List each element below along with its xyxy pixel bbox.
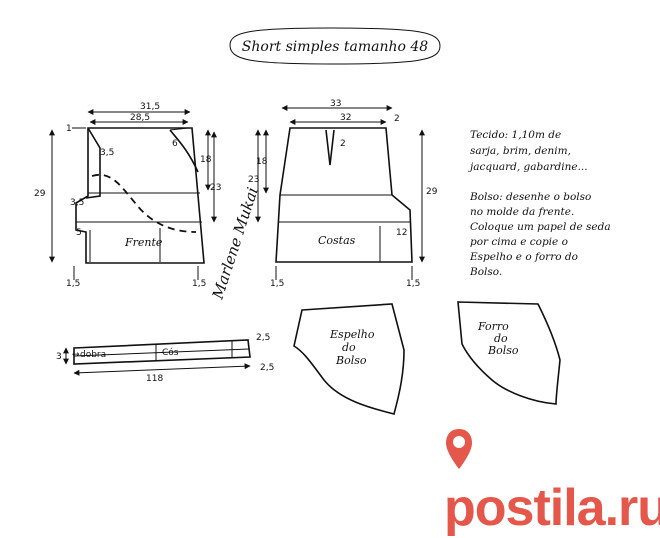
back-dart	[325, 129, 335, 166]
pocket-facing-piece: Espelho do Bolso	[293, 303, 405, 415]
pocket-facing-outline	[293, 303, 405, 415]
front-fly-line	[85, 127, 101, 199]
note-pocket-3: Coloque um papel de seda	[470, 221, 611, 233]
title-bubble	[229, 27, 441, 65]
back-dim-dart-text: 2	[340, 139, 346, 149]
signature: Marlene Mukai	[208, 185, 261, 302]
note-fabric-3: jacquard, gabardine...	[468, 161, 588, 173]
front-dim-height-mid-text: 18	[200, 155, 212, 165]
pattern-drawing: Short simples tamanho 48 Frente 31,5 28,…	[34, 27, 611, 415]
waistband-piece: dobra ↔ Cós 3 118 2,5 2,5	[56, 333, 274, 384]
pattern-sheet: Short simples tamanho 48 Frente 31,5 28,…	[34, 27, 660, 537]
back-dim-height-left2-text: 23	[248, 175, 259, 185]
pocket-lining-outline	[457, 301, 561, 405]
front-dim-left-top-text: 1	[66, 124, 72, 134]
front-pocket-bag-dashed	[91, 173, 197, 233]
pocket-lining-line-2: do	[494, 332, 508, 345]
back-dim-hem-left-text: 1,5	[270, 279, 284, 289]
back-piece: Costas 33 32 2 2 18 23 29 12 1,5 1,5	[248, 99, 438, 289]
waistband-dim-length-text: 118	[146, 374, 163, 384]
back-label: Costas	[318, 234, 356, 247]
back-dim-height-right-text: 29	[426, 187, 438, 197]
note-pocket-4: por cima e copie o	[470, 236, 568, 248]
notes: Tecido: 1,10m de sarja, brim, denim, jac…	[468, 129, 611, 278]
title-text: Short simples tamanho 48	[242, 39, 429, 55]
waistband-fold-arrow: ↔	[72, 350, 80, 360]
back-dim-top-inner-text: 32	[340, 113, 351, 123]
front-dim-crotch-ext-text: 5	[76, 228, 82, 238]
note-fabric-2: sarja, brim, denim,	[470, 145, 571, 157]
waistband-dim-height-text: 3	[56, 352, 62, 362]
signature-text: Marlene Mukai	[208, 185, 261, 302]
pocket-lining-line-1: Forro	[477, 320, 509, 333]
watermark-text: postila.ru	[444, 479, 660, 537]
pin-icon	[444, 424, 474, 469]
back-dim-corner-text: 2	[394, 114, 400, 124]
front-dim-height-left-text: 29	[34, 189, 46, 199]
note-pocket-1: Bolso: desenhe o bolso	[469, 191, 591, 203]
front-pocket-opening	[169, 129, 199, 173]
front-dim-pocket-text: 3,5	[100, 148, 114, 158]
front-dim-hem-left-text: 1,5	[66, 279, 80, 289]
back-outline	[275, 127, 413, 263]
front-dim-pocket-side-text: 6	[172, 139, 178, 149]
pocket-facing-line-2: do	[342, 341, 356, 354]
front-dim-crotch-small-text: 3,5	[70, 198, 84, 208]
back-dim-crotch-ext-text: 12	[396, 228, 407, 238]
back-dim-top-total-text: 33	[330, 99, 341, 109]
front-dim-top-total-text: 31,5	[140, 102, 160, 112]
front-piece: Frente 31,5 28,5 1 29 18 23 3,5 6 3,5 5 …	[34, 102, 221, 289]
waistband-fold-text: dobra	[80, 350, 106, 360]
waistband-dim-end-bottom-text: 2,5	[260, 363, 274, 373]
front-outline	[75, 127, 205, 264]
front-dim-top-inner-text: 28,5	[130, 113, 150, 123]
pocket-lining-piece: Forro do Bolso	[457, 301, 561, 405]
note-pocket-6: Bolso.	[469, 266, 502, 278]
note-pocket-5: Espelho e o forro do	[469, 251, 578, 263]
title-group: Short simples tamanho 48	[229, 27, 441, 65]
waistband-dim-end-top-text: 2,5	[256, 333, 270, 343]
waistband-dim-length	[73, 363, 251, 376]
pocket-facing-line-3: Bolso	[335, 354, 367, 367]
note-fabric-1: Tecido: 1,10m de	[470, 129, 561, 141]
pocket-facing-line-1: Espelho	[329, 328, 375, 341]
front-label: Frente	[124, 236, 163, 249]
waistband-fold-line	[73, 348, 250, 357]
note-pocket-2: no molde da frente.	[470, 206, 574, 218]
back-dim-height-left-text: 18	[256, 157, 268, 167]
front-dim-height-right-text: 23	[210, 183, 221, 193]
waistband-label: Cós	[162, 347, 179, 358]
waistband-outline	[73, 339, 251, 365]
pocket-lining-line-3: Bolso	[487, 344, 519, 357]
watermark: postila.ru	[444, 418, 660, 538]
front-pocket-top	[169, 127, 189, 131]
front-dim-hem-right-text: 1,5	[192, 279, 206, 289]
back-dim-hem-right-text: 1,5	[406, 279, 420, 289]
